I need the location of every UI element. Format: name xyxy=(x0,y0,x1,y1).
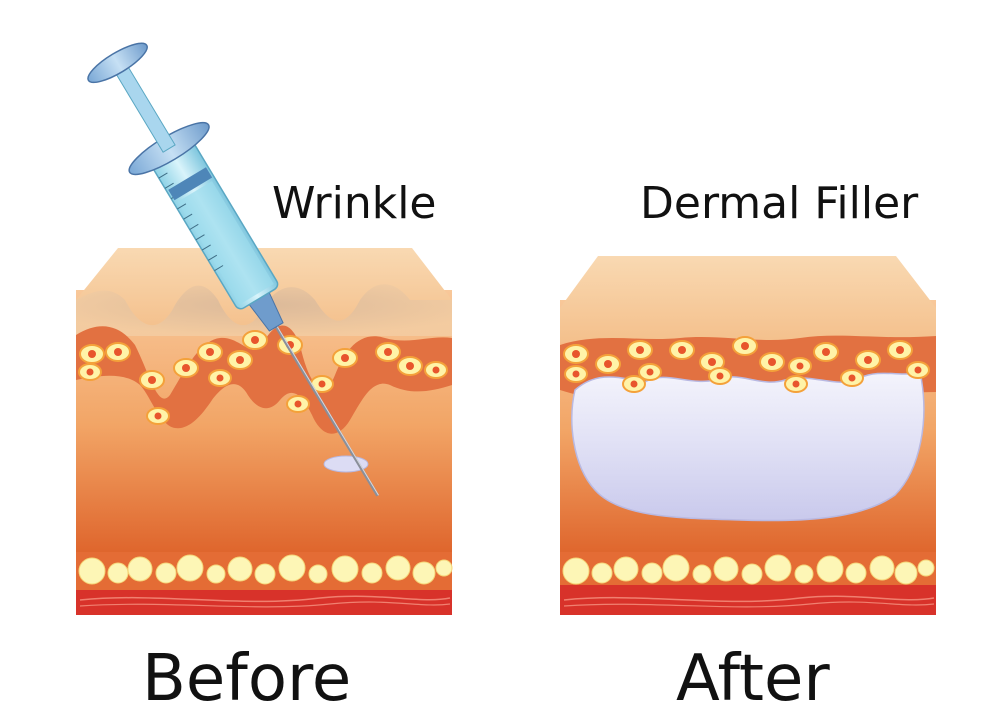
dermal-filler-label: Dermal Filler xyxy=(640,178,919,229)
wrinkle-label: Wrinkle xyxy=(272,178,437,229)
after-epidermis xyxy=(560,256,936,342)
before-fat-globules xyxy=(78,554,453,585)
syringe-icon xyxy=(87,42,379,497)
before-label: Before xyxy=(142,642,351,716)
before-cell-layer xyxy=(76,325,452,434)
after-muscle-layer xyxy=(560,585,936,615)
after-label: After xyxy=(676,642,830,716)
after-filler xyxy=(571,370,925,522)
after-fat-globules xyxy=(562,554,935,585)
after-cell-nuclei xyxy=(572,342,922,388)
before-cell-nuclei xyxy=(86,336,440,420)
after-cells xyxy=(563,336,930,393)
